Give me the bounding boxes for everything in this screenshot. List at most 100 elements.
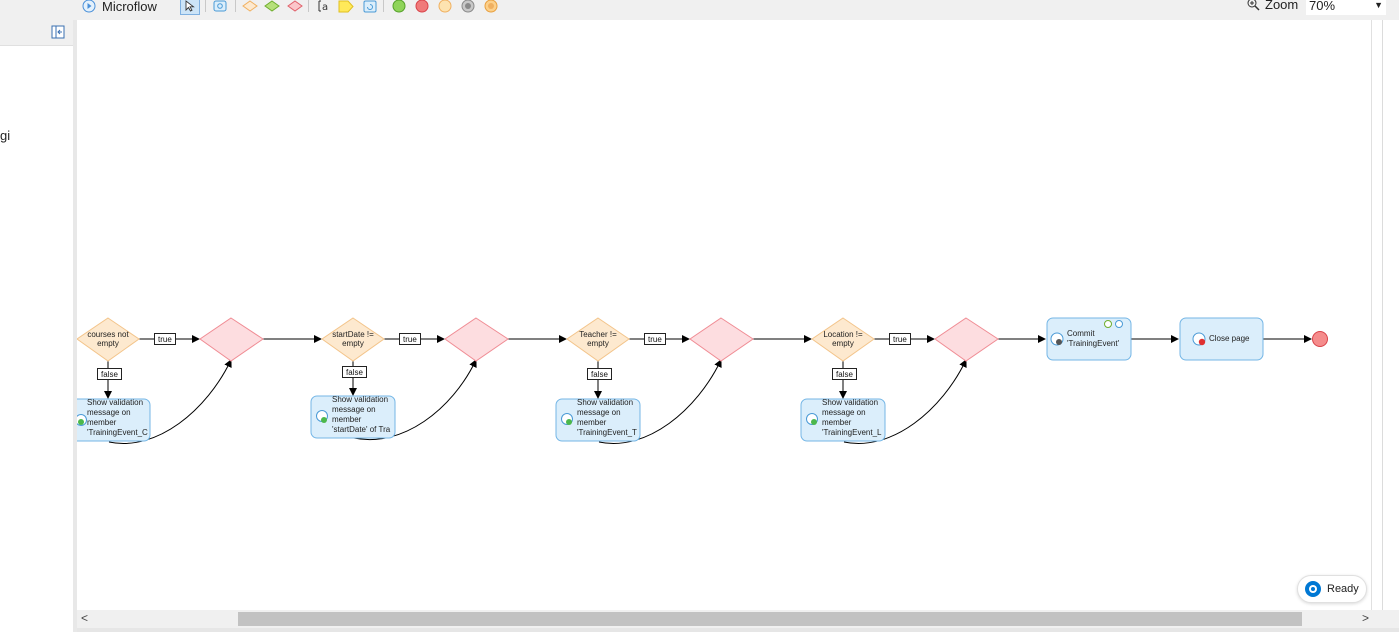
pointer-tool-button[interactable] [180, 0, 200, 15]
merge-icon [287, 0, 303, 12]
merge-tool-button[interactable] [285, 0, 305, 15]
activity-validation-1[interactable] [77, 398, 151, 442]
end-event-icon [415, 0, 429, 13]
activity-label-line: Commit [1067, 329, 1095, 338]
editor-toolbar: Microflow a Zoom 70 [0, 0, 1399, 20]
activity-label-line: member [87, 418, 117, 427]
activity-commit[interactable] [1046, 317, 1132, 361]
end-event[interactable] [1312, 331, 1328, 347]
flow-back-4[interactable] [843, 359, 967, 444]
true-label: true [154, 333, 176, 345]
flow-back-2[interactable] [353, 359, 477, 440]
validation-message-icon [316, 410, 328, 423]
decision-teacher-label: Teacher != empty [567, 330, 629, 348]
commit-option-icons [1104, 320, 1123, 328]
status-icon [1305, 581, 1321, 597]
activity-tool-button[interactable] [210, 0, 230, 15]
activity-close-page[interactable] [1179, 317, 1264, 361]
activity-label-line: 'TrainingEvent_C [87, 428, 148, 437]
validation-3-label: Show validation message on member 'Train… [577, 398, 639, 438]
object-type-decision-icon [264, 0, 280, 12]
activity-label-line: message on [332, 405, 376, 414]
vertical-scrollbar[interactable] [1371, 20, 1399, 610]
decision-startdate[interactable] [321, 317, 385, 362]
merge-1[interactable] [199, 317, 264, 362]
zoom-select[interactable]: 70% ▼ [1306, 0, 1386, 15]
close-page-label: Close page [1209, 334, 1250, 343]
decision-label-line: empty [832, 339, 854, 348]
activity-label-line: member [332, 415, 362, 424]
decision-location[interactable] [811, 317, 875, 362]
end-event-tool-button[interactable] [412, 0, 432, 15]
activity-label-line: Show validation [87, 398, 144, 407]
error-event-tool-button[interactable] [435, 0, 455, 15]
false-label: false [832, 368, 857, 380]
collapse-panel-icon[interactable] [51, 25, 65, 39]
break-event-tool-button[interactable] [481, 0, 501, 15]
scroll-right-icon[interactable]: > [1362, 611, 1370, 625]
activity-label-line: member [822, 418, 852, 427]
decision-label-line: empty [97, 339, 119, 348]
bottom-border [77, 628, 1399, 632]
activity-label-line: member [577, 418, 607, 427]
decision-label-line: Location != [823, 330, 863, 339]
merge-2[interactable] [444, 317, 509, 362]
parameter-tool-button[interactable]: a [313, 0, 333, 15]
chevron-down-icon: ▼ [1374, 0, 1383, 10]
false-label: false [97, 368, 122, 380]
start-event-tool-button[interactable] [389, 0, 409, 15]
flow-back-1[interactable] [108, 359, 232, 444]
left-panel-text-fragment: gi [0, 128, 11, 143]
zoom-value: 70% [1309, 0, 1336, 13]
left-panel-header [0, 20, 73, 46]
left-panel: gi [0, 20, 73, 632]
annotation-tool-button[interactable] [336, 0, 356, 15]
validation-message-icon [77, 414, 87, 426]
activity-label-line: 'TrainingEvent_L [822, 428, 882, 437]
false-label: false [587, 368, 612, 380]
false-label: false [342, 366, 367, 378]
validation-4-label: Show validation message on member 'Train… [822, 398, 884, 438]
validation-message-icon [561, 413, 573, 425]
commit-label: Commit 'TrainingEvent' [1067, 329, 1129, 349]
horizontal-scrollbar[interactable]: < > [77, 610, 1371, 628]
microflow-canvas[interactable]: courses not empty startDate != empty Tea… [77, 20, 1371, 610]
activity-label-line: Show validation [822, 398, 879, 407]
continue-event-tool-button[interactable] [458, 0, 478, 15]
validation-1-label: Show validation message on member 'Train… [87, 398, 149, 438]
decision-label-line: empty [342, 339, 364, 348]
decision-teacher[interactable] [566, 317, 630, 362]
scroll-left-icon[interactable]: < [81, 611, 89, 625]
merge-3[interactable] [689, 317, 754, 362]
microflow-tab[interactable]: Microflow [82, 0, 157, 15]
sequence-flows [104, 335, 1312, 444]
decision-tool-button[interactable] [240, 0, 260, 15]
continue-event-icon [461, 0, 475, 13]
activity-validation-2[interactable] [310, 395, 396, 439]
error-event-icon [438, 0, 452, 13]
decision-startdate-label: startDate != empty [322, 330, 384, 348]
activity-validation-3[interactable] [555, 398, 641, 442]
decision-courses[interactable] [77, 317, 140, 362]
pointer-icon [185, 0, 195, 12]
panel-splitter[interactable] [73, 20, 77, 632]
activity-label-line: Show validation [577, 398, 634, 407]
activity-label-line: 'startDate' of Tra [332, 425, 391, 434]
true-label: true [889, 333, 911, 345]
merge-4[interactable] [934, 317, 999, 362]
decision-label-line: courses not [87, 330, 129, 339]
zoom-control[interactable]: Zoom [1247, 0, 1298, 12]
zoom-icon [1247, 0, 1260, 11]
activity-validation-4[interactable] [800, 398, 886, 442]
activity-icon [213, 0, 227, 12]
activity-label-line: message on [577, 408, 621, 417]
break-event-icon [484, 0, 498, 13]
object-type-decision-tool-button[interactable] [262, 0, 282, 15]
horizontal-scroll-thumb[interactable] [238, 612, 1302, 626]
status-indicator[interactable]: Ready [1297, 575, 1367, 603]
loop-tool-button[interactable] [360, 0, 380, 15]
true-label: true [644, 333, 666, 345]
flow-back-3[interactable] [598, 359, 722, 444]
true-label: true [399, 333, 421, 345]
decision-courses-label: courses not empty [77, 330, 139, 348]
